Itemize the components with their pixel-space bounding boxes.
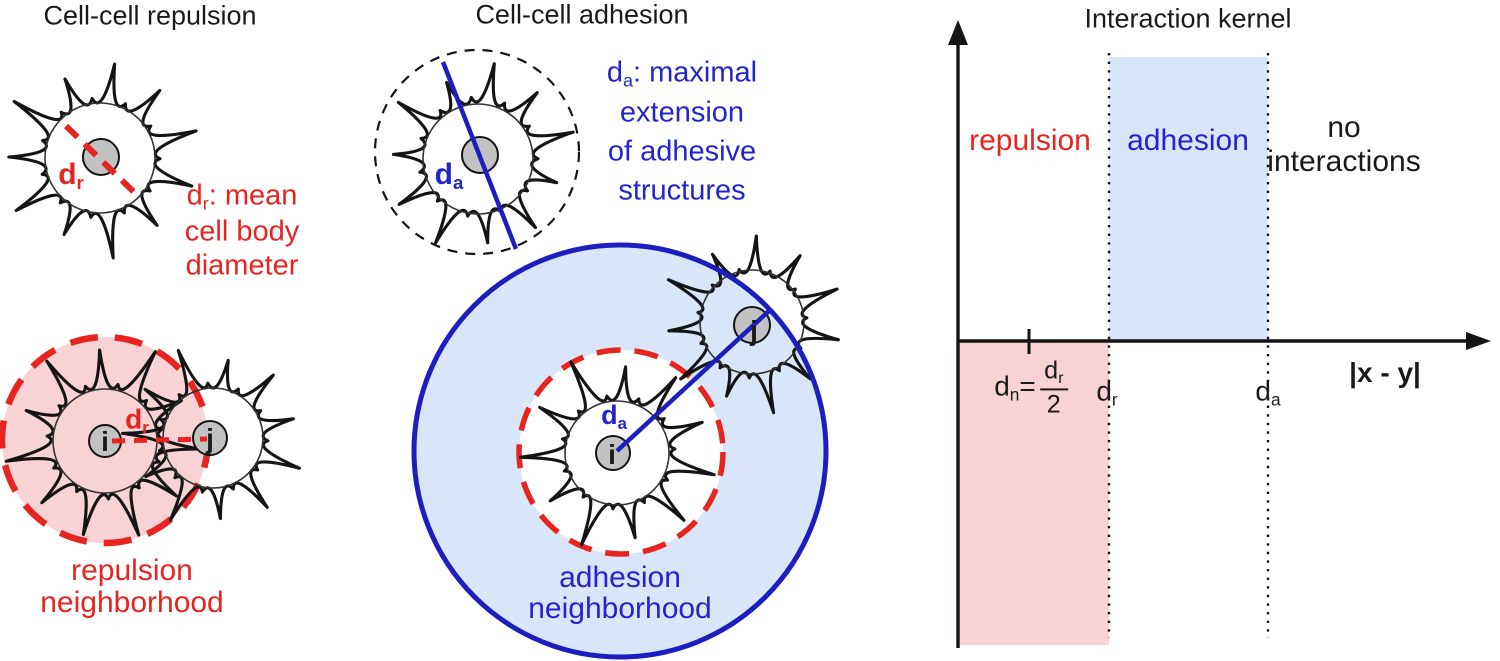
x-axis-arrowhead-icon — [1466, 332, 1491, 350]
pair-distance-dashed-line-repulsion — [111, 436, 208, 444]
adhesion-neighborhood-outline — [411, 242, 829, 660]
repulsion-cell-j-nucleus — [192, 420, 228, 456]
adhesion-cell-j-body-circle — [699, 269, 805, 375]
pair-distance-line-adhesion — [615, 308, 772, 453]
repulsion-top-cell-body-circle — [44, 102, 156, 214]
adhesive-extension-dashed-circle — [373, 48, 581, 256]
kernel-repulsion-region — [958, 341, 1109, 645]
adhesion-top-cell-body-circle — [422, 103, 534, 215]
mean-diameter-dashed-line — [63, 123, 143, 201]
repulsion-cell-i-membrane — [4, 348, 202, 537]
kernel-adhesion-region — [1109, 57, 1268, 341]
adhesion-cell-j-membrane — [666, 234, 840, 415]
max-extension-line — [440, 61, 519, 250]
adhesion-cell-i-body-circle — [564, 400, 670, 506]
y-axis-arrowhead-icon — [948, 20, 968, 45]
